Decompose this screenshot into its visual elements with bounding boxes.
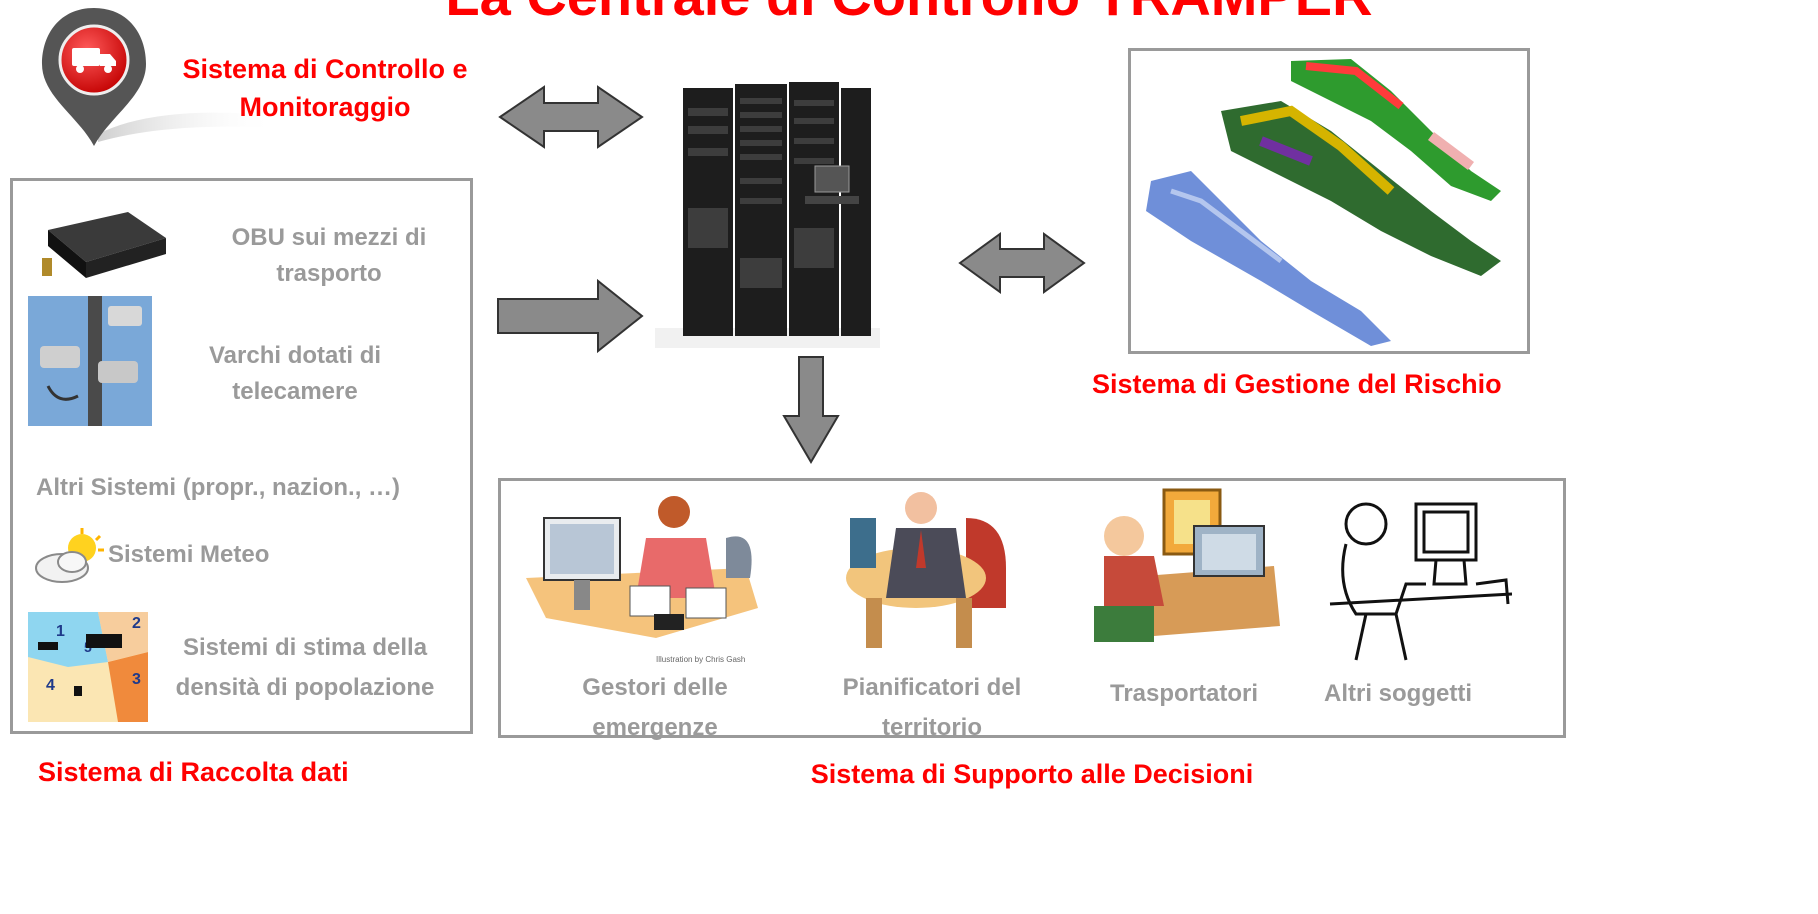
data-collection-box: [10, 178, 473, 734]
risk-box: [1128, 48, 1530, 354]
obu-label: OBU sui mezzi di trasporto: [200, 220, 458, 292]
cameras-label-line2: telecamere: [232, 378, 358, 405]
bidirectional-arrow-risk: [958, 232, 1086, 294]
emergency-managers-label: Gestori delle emergenze: [540, 668, 770, 748]
population-label-line2: densità di popolazione: [175, 674, 435, 701]
risk-maps-icon: [1146, 59, 1501, 346]
planners-line1: Pianificatori del: [842, 674, 1022, 701]
server-rack-icon: [655, 78, 880, 348]
emergency-operator-icon: Illustration by Chris Gash: [526, 488, 758, 664]
arrow-server-to-decision: [782, 356, 840, 464]
emergency-managers-line2: emergenze: [592, 714, 718, 741]
monitoring-label: Sistema di Controllo e Monitoraggio: [140, 50, 510, 126]
planners-label: Pianificatori del territorio: [816, 668, 1048, 748]
monitoring-label-line1: Sistema di Controllo e: [182, 54, 468, 84]
planner-icon: [846, 488, 1016, 658]
transporter-icon: [1084, 486, 1280, 650]
risk-title: Sistema di Gestione del Rischio: [1092, 369, 1502, 399]
decision-title: Sistema di Supporto alle Decisioni: [810, 759, 1254, 789]
population-map-icon: 1 2 3 4 5: [28, 612, 148, 722]
emergency-managers-line1: Gestori delle: [582, 674, 728, 701]
decision-box: [498, 478, 1566, 738]
cameras-label-line1: Varchi dotati di: [208, 342, 382, 369]
bidirectional-arrow-monitoring: [498, 85, 644, 149]
weather-cloud-sun-icon: [30, 526, 110, 586]
cameras-label: Varchi dotati di telecamere: [180, 338, 410, 410]
map-pin-truck-icon: [38, 4, 288, 154]
map-number-1: 1: [56, 623, 65, 640]
data-collection-title: Sistema di Raccolta dati: [38, 757, 349, 787]
others-label: Altri soggetti: [1324, 680, 1472, 707]
other-systems-label: Altri Sistemi (propr., nazion., …): [36, 474, 401, 501]
obu-label-line2: trasporto: [276, 260, 382, 287]
map-number-4: 4: [46, 677, 55, 694]
map-number-2: 2: [132, 615, 141, 632]
obu-label-line1: OBU sui mezzi di: [231, 224, 427, 251]
transporters-label: Trasportatori: [1109, 680, 1259, 707]
security-camera-icon: [28, 296, 152, 426]
page-title: La Centrale di Controllo TRAMPER: [0, 0, 1818, 26]
population-label: Sistemi di stima della densità di popola…: [150, 628, 460, 708]
population-label-line1: Sistemi di stima della: [182, 634, 428, 661]
illustration-credit: Illustration by Chris Gash: [656, 655, 745, 664]
weather-label: Sistemi Meteo: [108, 541, 270, 568]
planners-line2: territorio: [881, 714, 982, 741]
arrow-data-to-server: [497, 278, 644, 354]
map-number-3: 3: [132, 671, 141, 688]
obu-device-icon: [38, 200, 168, 290]
other-user-icon: [1326, 484, 1513, 664]
monitoring-label-line2: Monitoraggio: [239, 92, 411, 122]
